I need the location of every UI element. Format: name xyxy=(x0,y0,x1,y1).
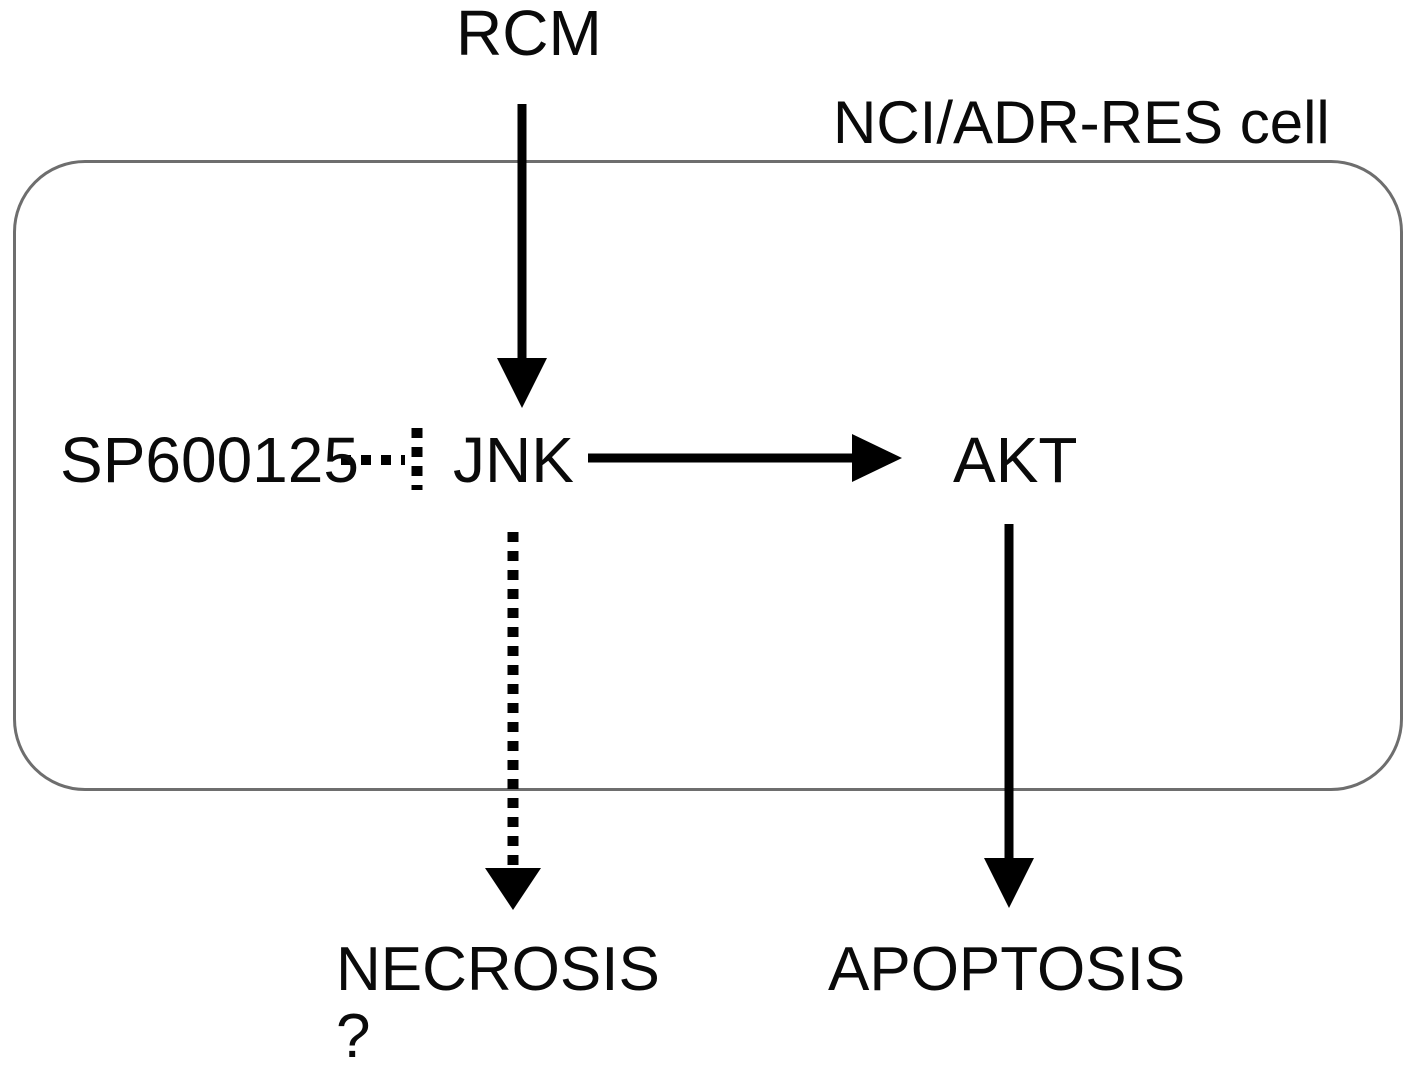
compartment-label-cell: NCI/ADR-RES cell xyxy=(833,89,1330,156)
node-label-sp600125: SP600125 xyxy=(60,424,359,496)
node-label-apoptosis: APOPTOSIS xyxy=(828,935,1186,1004)
cell-membrane-boundary xyxy=(13,160,1403,791)
node-label-necrosis-question-mark: ? xyxy=(336,1002,371,1071)
node-label-necrosis: NECROSIS xyxy=(336,935,660,1004)
node-label-jnk: JNK xyxy=(453,424,574,496)
node-label-akt: AKT xyxy=(953,424,1078,496)
node-label-rcm: RCM xyxy=(456,0,602,69)
